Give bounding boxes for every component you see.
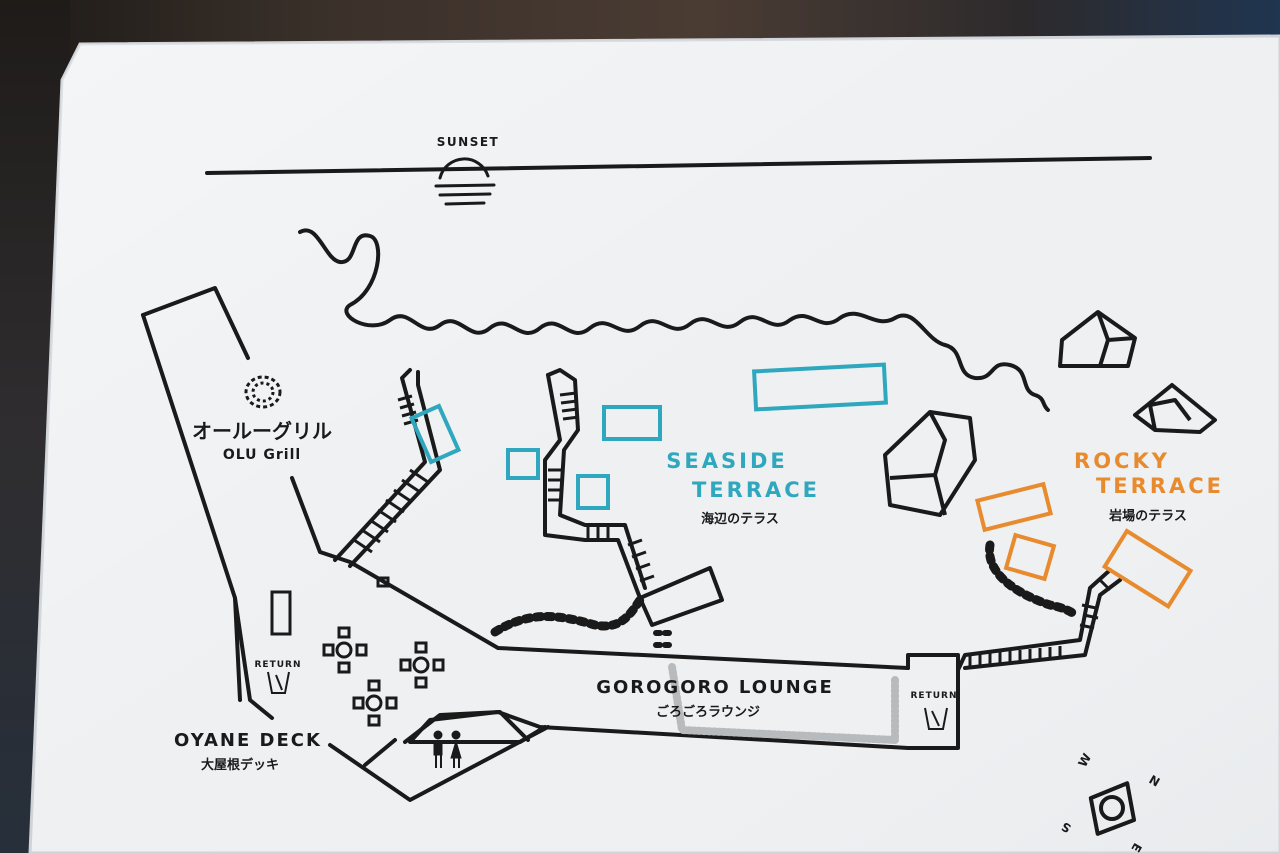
rock-icons — [883, 310, 1217, 517]
bench-right — [985, 540, 1080, 620]
rocky-seating — [974, 481, 1194, 610]
walkway-right — [956, 568, 1112, 672]
restroom-icon — [433, 730, 462, 768]
return-label-right: RETURN — [911, 691, 958, 701]
olu-grill-name-en: OLU Grill — [223, 447, 301, 463]
olu-grill-building — [141, 286, 250, 360]
seaside-terrace-name-jp: 海辺のテラス — [701, 511, 779, 527]
seaside-terrace-line1: SEASIDE — [666, 449, 787, 473]
return-cup-icon-right — [924, 707, 948, 730]
olu-grill-name-jp: オールーグリル — [192, 419, 332, 443]
oyane-deck-name-en: OYANE DECK — [174, 730, 322, 751]
compass-icon — [1088, 781, 1137, 836]
sunset-icon — [434, 157, 496, 206]
return-cup-icon-left — [267, 671, 290, 694]
oyane-deck-name-jp: 大屋根デッキ — [201, 757, 279, 773]
sunset-label: SUNSET — [437, 135, 499, 149]
horizon-line — [205, 156, 1152, 175]
compass-w: W — [1075, 751, 1094, 769]
lounge-name-jp: ごろごろラウンジ — [656, 704, 760, 720]
seaside-seating — [408, 362, 889, 510]
walkway-center — [546, 368, 647, 590]
oyane-seating — [270, 576, 445, 727]
rocky-terrace-line1: ROCKY — [1074, 449, 1170, 473]
stair-marks — [353, 391, 1112, 668]
seaside-terrace-line2: TERRACE — [692, 478, 820, 502]
lounge-name-en: GOROGORO LOUNGE — [596, 677, 834, 698]
rocky-terrace-line2: TERRACE — [1096, 474, 1224, 498]
olu-grill-logo-icon — [244, 375, 282, 409]
bench-left — [490, 595, 645, 637]
lounge-path — [668, 663, 899, 744]
rocky-terrace-name-jp: 岩場のテラス — [1108, 508, 1187, 524]
return-label-left: RETURN — [255, 660, 302, 670]
shoreline-wave — [298, 228, 1050, 412]
